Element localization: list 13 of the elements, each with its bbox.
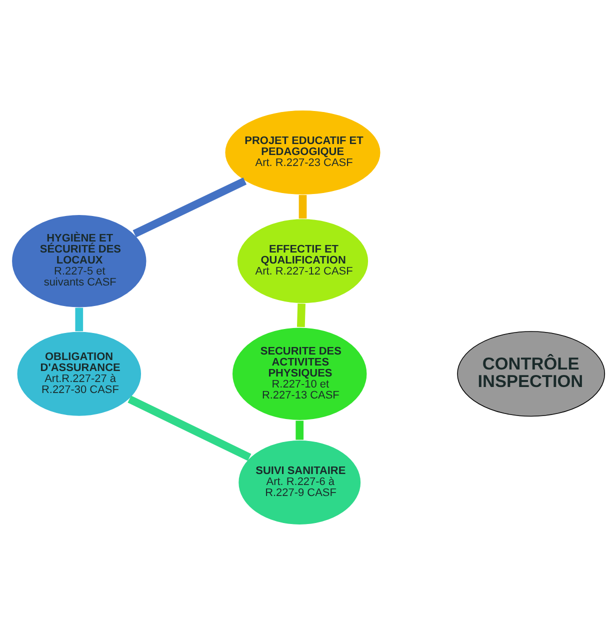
connector [296, 304, 306, 328]
connector [128, 396, 252, 461]
node-ellipse: HYGIÈNE ET SÉCURITÉ DES LOCAUX R.227-5 et suivants CASF [11, 214, 148, 308]
node-ellipse: SECURITE DES ACTIVITES PHYSIQUES R.227-10 et R.227-13 CASF [232, 327, 368, 421]
node-ellipse: SUIVI SANITAIRE Art. R.227-6 à R.227-9 CASF [238, 440, 362, 526]
node-ellipse: EFFECTIF ET QUALIFICATION Art. R.227-12 CASF [236, 218, 369, 304]
connector [298, 194, 307, 219]
connector [132, 177, 247, 238]
connector [296, 420, 304, 440]
connector [75, 308, 84, 332]
node-ellipse: OBLIGATION D'ASSURANCE Art.R.227-27 à R.227-30 CASF [16, 331, 142, 417]
node-ellipse: CONTRÔLE INSPECTION [457, 331, 606, 417]
node-ellipse: PROJET EDUCATIF ET PEDAGOGIQUE Art. R.227-23 CASF [224, 110, 382, 196]
